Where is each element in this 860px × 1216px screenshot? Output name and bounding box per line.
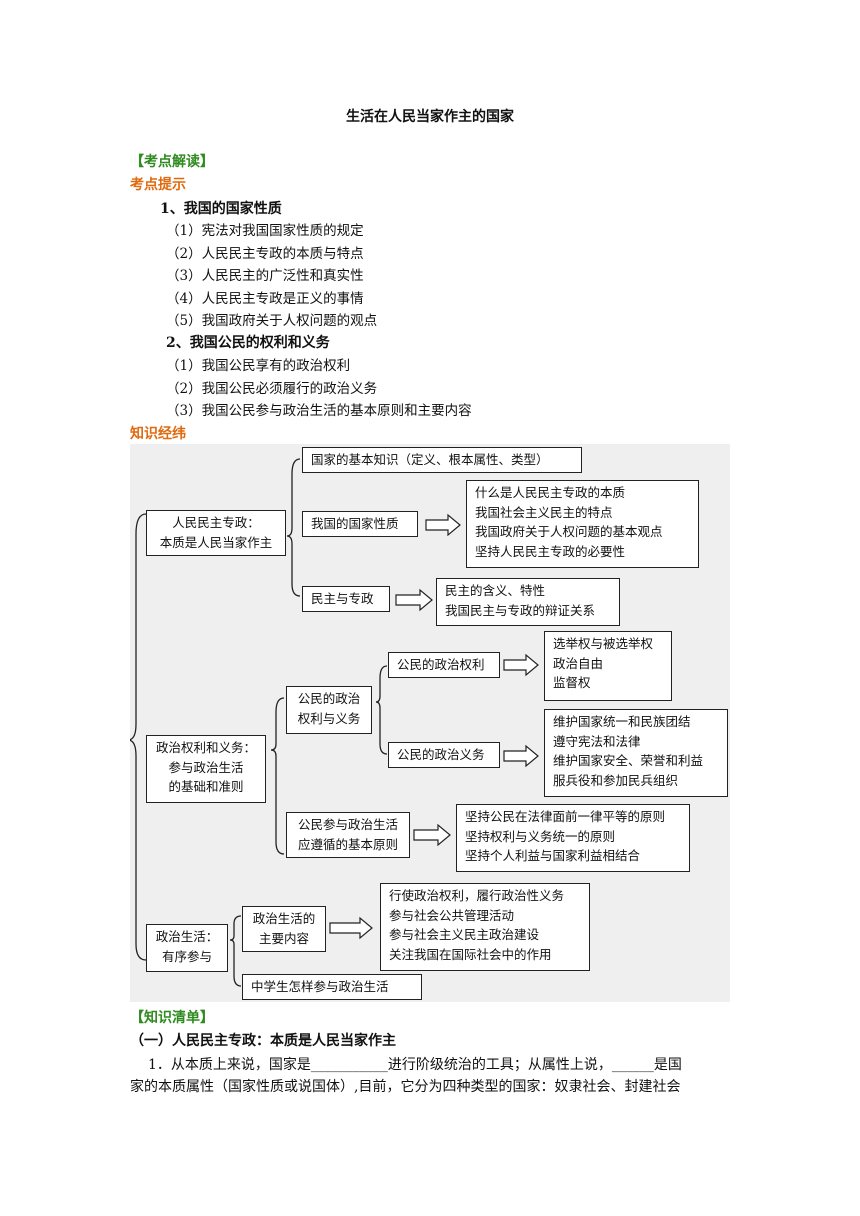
- box-line: 坚持人民民主专政的必要性: [475, 543, 626, 559]
- box-line: 主要内容: [258, 930, 309, 946]
- topic1-item: （2）人民民主专政的本质与特点: [166, 246, 364, 262]
- zhishi-jingwei-heading: 知识经纬: [130, 426, 186, 442]
- box-line: 行使政治权利，履行政治性义务: [389, 888, 565, 903]
- box-line: 本质是人民当家作主: [159, 534, 273, 550]
- box-zhengzhi-quanli: 公民的政治权利: [388, 652, 500, 678]
- part1-heading: （一）人民民主专政：本质是人民当家作主: [130, 1033, 396, 1049]
- box-line: 参与社会公共管理活动: [389, 907, 515, 923]
- box-students: 中学生怎样参与政治生活: [242, 974, 422, 1000]
- box-line: 维护国家统一和民族团结: [553, 714, 691, 729]
- box-guojia-xingzhi: 我国的国家性质: [302, 511, 418, 537]
- box-main-content: 政治生活的 主要内容: [242, 906, 326, 952]
- box-content-points: 行使政治权利，履行政治性义务 参与社会公共管理活动 参与社会主义民主政治建设 关…: [380, 883, 590, 971]
- section-zhishi-qingdan: 【知识清单】: [130, 1010, 214, 1026]
- box-principle: 公民参与政治生活 应遵循的基本原则: [286, 812, 410, 858]
- page-title: 生活在人民当家作主的国家: [346, 109, 514, 125]
- diagram-connectors: [130, 458, 539, 987]
- box-line: 政治生活：: [155, 929, 219, 944]
- box-quanli-yu-yiwu: 公民的政治 权利与义务: [286, 686, 372, 734]
- topic2-item: （3）我国公民参与政治生活的基本原则和主要内容: [166, 403, 472, 419]
- box-yiwu-points: 维护国家统一和民族团结 遵守宪法和法律 维护国家安全、荣誉和利益 服兵役和参加民…: [544, 709, 728, 797]
- box-line: 维护国家安全、荣誉和利益: [553, 753, 704, 768]
- box-line: 我国民主与专政的辩证关系: [445, 602, 596, 618]
- box-line: 什么是人民民主专政的本质: [475, 485, 626, 500]
- box-line: 监督权: [553, 675, 591, 690]
- box-line: 民主的含义、特性: [445, 583, 546, 598]
- topic2-item: （2）我国公民必须履行的政治义务: [166, 381, 378, 397]
- knowledge-diagram: 人民民主专政： 本质是人民当家作主 国家的基本知识（定义、根本属性、类型） 我国…: [130, 444, 730, 1002]
- box-line: 遵守宪法和法律: [553, 733, 641, 749]
- box-line: 坚持公民在法律面前一律平等的原则: [465, 809, 666, 824]
- root-zhengzhi-shenghuo: 政治生活： 有序参与: [146, 924, 228, 972]
- box-line: 参与社会主义民主政治建设: [389, 927, 540, 942]
- box-line: 的基础和准则: [168, 779, 244, 794]
- root-zhengzhi-quanli-yiwu: 政治权利和义务： 参与政治生活 的基础和准则: [146, 735, 266, 803]
- box-line: 政治自由: [553, 655, 604, 671]
- box-principle-points: 坚持公民在法律面前一律平等的原则 坚持权利与义务统一的原则 坚持个人利益与国家利…: [456, 804, 690, 872]
- box-line: 应遵循的基本原则: [297, 836, 398, 852]
- box-xingzhi-points: 什么是人民民主专政的本质 我国社会主义民主的特点 我国政府关于人权问题的基本观点…: [466, 480, 699, 568]
- topic2-item: （1）我国公民享有的政治权利: [166, 358, 351, 374]
- box-line: 坚持权利与义务统一的原则: [465, 828, 616, 844]
- box-line: 公民参与政治生活: [297, 817, 398, 832]
- paragraph-line: 家的本质属性（国家性质或说国体）,目前，它分为四种类型的国家：奴隶社会、封建社会: [130, 1079, 681, 1095]
- topic1-item: （1）宪法对我国国家性质的规定: [166, 223, 364, 239]
- topic1-item: （5）我国政府关于人权问题的观点: [166, 313, 378, 329]
- topic1-item: （4）人民民主专政是正义的事情: [166, 291, 364, 307]
- box-line: 政治权利和义务：: [155, 740, 256, 755]
- paragraph-line: 1．从本质上来说，国家是___________进行阶级统治的工具；从属性上说，_…: [148, 1057, 682, 1073]
- box-line: 公民的政治: [297, 691, 361, 706]
- box-line: 我国政府关于人权问题的基本观点: [475, 524, 663, 539]
- kaodian-tishi-heading: 考点提示: [130, 177, 186, 193]
- box-line: 政治生活的: [252, 911, 316, 926]
- topic1-heading: 1、我国的国家性质: [160, 201, 282, 217]
- box-minzhu-zhuanzheng: 民主与专政: [302, 586, 390, 612]
- section-kaodian-jiedu: 【考点解读】: [130, 154, 214, 170]
- box-basic-knowledge: 国家的基本知识（定义、根本属性、类型）: [302, 447, 582, 473]
- box-minzhu-points: 民主的含义、特性 我国民主与专政的辩证关系: [436, 578, 620, 626]
- box-line: 坚持个人利益与国家利益相结合: [465, 848, 641, 863]
- topic1-item: （3）人民民主的广泛性和真实性: [166, 268, 364, 284]
- box-line: 权利与义务: [297, 710, 361, 726]
- box-line: 有序参与: [161, 948, 212, 964]
- box-line: 人民民主专政：: [172, 515, 260, 530]
- topic2-heading: 2、我国公民的权利和义务: [166, 335, 330, 351]
- box-line: 服兵役和参加民兵组织: [553, 772, 679, 788]
- box-line: 我国社会主义民主的特点: [475, 504, 613, 520]
- box-line: 选举权与被选举权: [553, 636, 654, 651]
- box-line: 关注我国在国际社会中的作用: [389, 946, 552, 962]
- root-renmin-minzhu-zhuanzheng: 人民民主专政： 本质是人民当家作主: [146, 510, 286, 556]
- box-line: 参与政治生活: [168, 759, 244, 775]
- box-zhengzhi-yiwu: 公民的政治义务: [388, 742, 500, 768]
- box-quanli-points: 选举权与被选举权 政治自由 监督权: [544, 631, 672, 701]
